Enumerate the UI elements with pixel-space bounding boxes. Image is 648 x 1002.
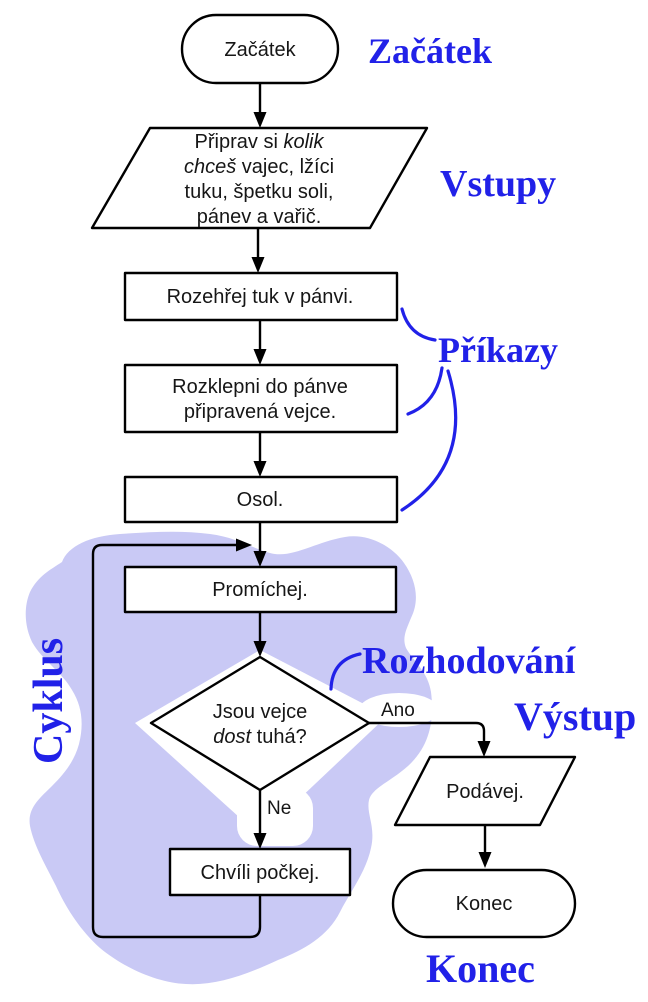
process4-node	[123, 565, 398, 614]
annotation-commands: Příkazy	[438, 330, 558, 370]
process4-node-label: Promíchej.	[212, 579, 308, 601]
inputs-node-line3: tuku, špetku soli,	[185, 181, 334, 203]
process5-node	[168, 847, 352, 897]
annotation-decision: Rozhodování	[362, 640, 577, 682]
edge-loop-back	[91, 543, 262, 939]
arrowhead	[253, 112, 267, 128]
ano-white-pocket	[359, 693, 439, 727]
end-node	[391, 868, 577, 939]
inputs-node	[90, 126, 429, 230]
process1-node	[123, 271, 399, 322]
process2-node-line2: připravená vejce.	[184, 401, 336, 423]
output-node	[393, 755, 577, 827]
arrowhead	[253, 833, 267, 849]
output-node-label: Podávej.	[446, 781, 524, 803]
process3-node	[123, 475, 399, 524]
annotation-end: Konec	[426, 946, 535, 991]
process2-node-line1: Rozklepni do pánve	[172, 376, 348, 398]
commands-curve-2	[406, 366, 444, 416]
arrowhead	[477, 741, 491, 757]
arrowhead	[251, 257, 265, 273]
annotation-start: Začátek	[368, 31, 492, 71]
arrowhead	[236, 538, 252, 552]
ne-white-pocket	[237, 788, 313, 846]
inputs-node-line1: Připrav si kolik	[195, 131, 325, 153]
commands-curve-1	[400, 307, 437, 342]
decision-node-line1: Jsou vejce	[213, 701, 308, 723]
commands-curve-3	[400, 369, 458, 512]
branch-no-label: Ne	[267, 798, 291, 819]
annotation-loop: Cyklus	[26, 638, 72, 764]
branch-yes-label: Ano	[381, 700, 415, 721]
annotation-inputs: Vstupy	[440, 163, 556, 205]
decision-node-line2: dost tuhá?	[213, 726, 306, 748]
arrowhead	[478, 852, 492, 868]
start-node-label: Začátek	[224, 39, 296, 61]
arrowhead	[253, 461, 267, 477]
annotation-output: Výstup	[514, 694, 636, 739]
arrowhead	[253, 641, 267, 657]
edge-decision-yes-to-output	[369, 721, 486, 741]
process3-node-label: Osol.	[237, 489, 284, 511]
inputs-node-line4: pánev a vařič.	[197, 206, 322, 228]
process2-node	[123, 363, 399, 434]
decision-node	[149, 655, 371, 792]
process5-node-label: Chvíli počkej.	[201, 862, 320, 884]
inputs-node-line2: chceš vajec, lžíci	[184, 156, 334, 178]
arrowhead	[253, 349, 267, 365]
start-node	[180, 13, 340, 85]
arrowhead	[253, 551, 267, 567]
decision-curve	[329, 652, 362, 691]
end-node-label: Konec	[456, 893, 513, 915]
process1-node-label: Rozehřej tuk v pánvi.	[167, 286, 354, 308]
